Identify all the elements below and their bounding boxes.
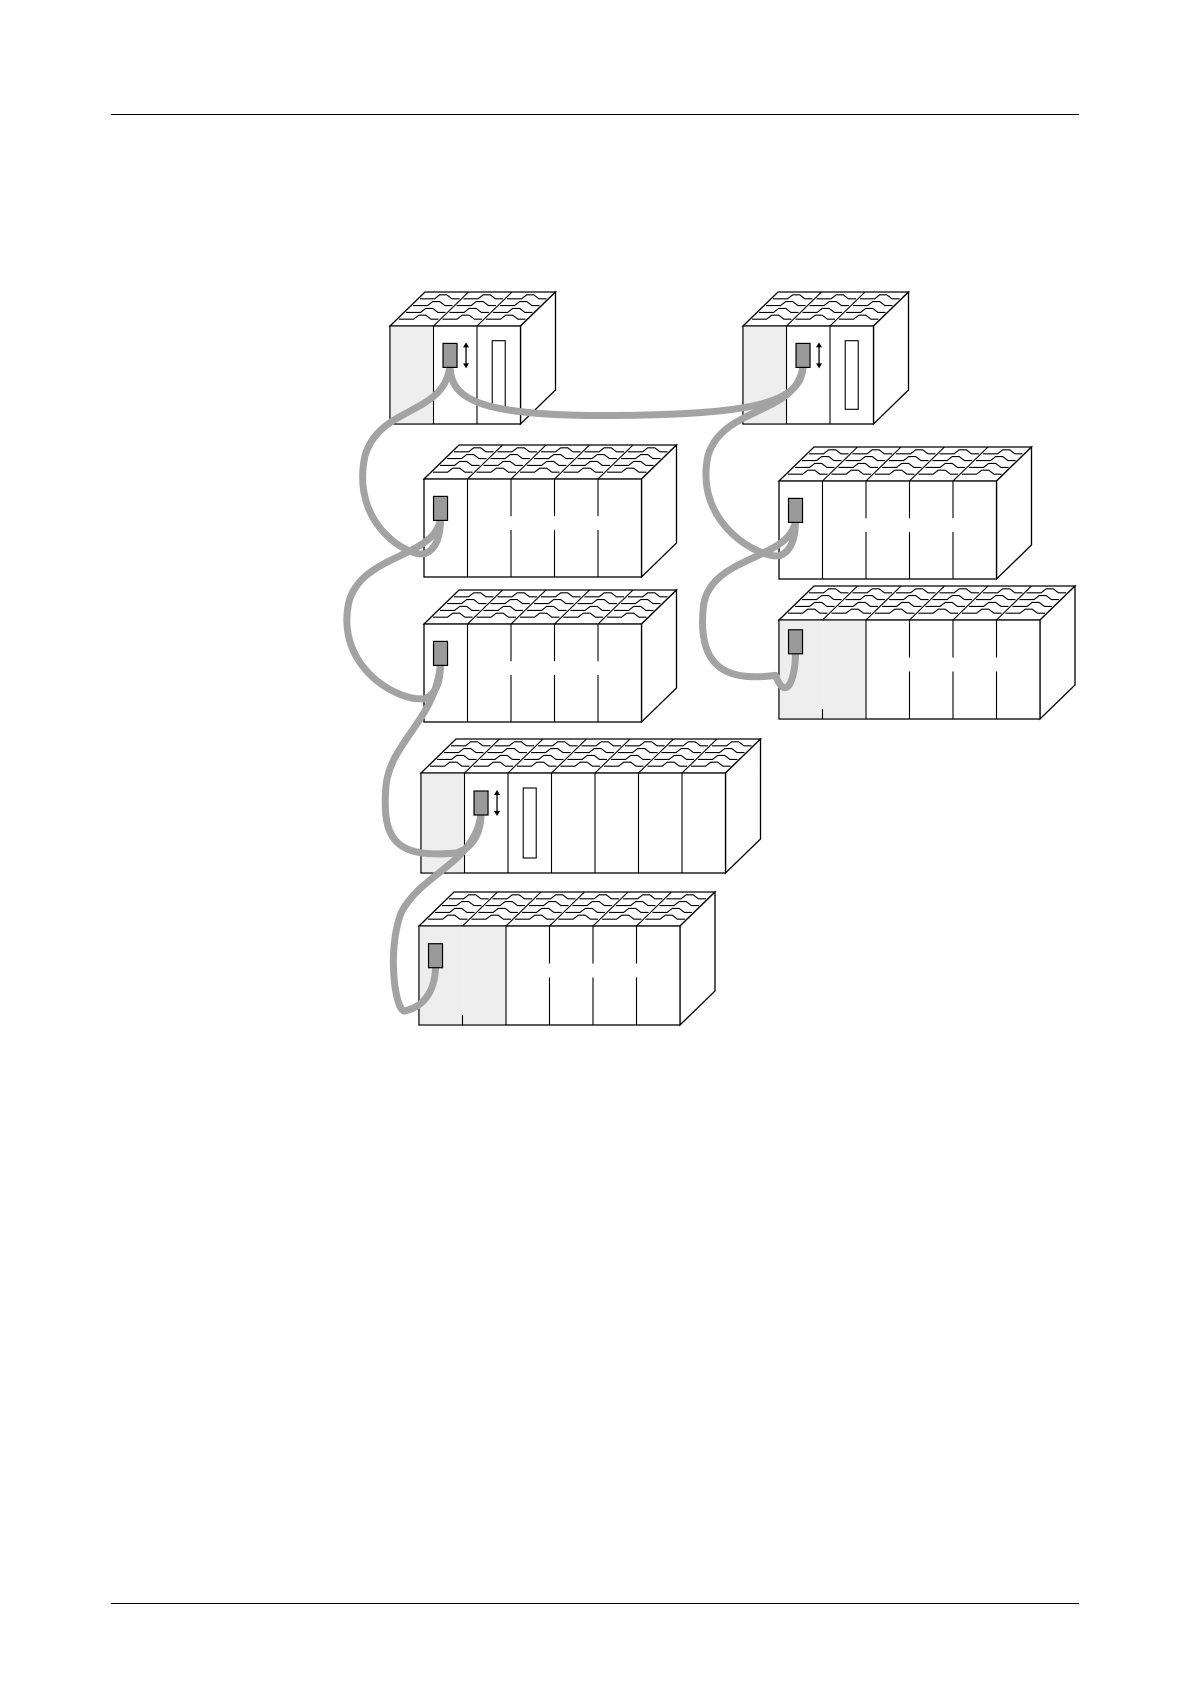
rack-top-face — [424, 590, 677, 624]
rack-row2-right — [779, 447, 1032, 579]
port-connector — [789, 498, 803, 522]
racks-layer — [390, 292, 1075, 1025]
module-shaded — [823, 621, 865, 719]
rack-front-face — [779, 481, 997, 579]
port-connector — [474, 791, 488, 815]
rack-front-face — [421, 773, 726, 873]
footer-rule — [111, 1603, 1079, 1604]
port-connector — [443, 343, 457, 367]
module-shaded — [463, 927, 505, 1025]
rack-top-left — [390, 292, 556, 424]
rack-front-face — [424, 624, 642, 722]
port-connector — [796, 343, 810, 367]
port-connector — [434, 641, 448, 665]
rack-row4 — [421, 739, 761, 873]
rack-row3-left — [424, 590, 677, 722]
rack-top-face — [421, 739, 761, 773]
rack-front-face — [424, 479, 642, 577]
module-shaded — [420, 927, 464, 1025]
rack-top-face — [779, 447, 1032, 481]
rack-row5 — [419, 892, 715, 1025]
rack-row3-right — [779, 586, 1075, 719]
rack-top-face — [424, 445, 677, 479]
port-connector — [429, 944, 443, 968]
port-connector — [434, 496, 448, 520]
port-connector — [789, 630, 803, 654]
rack-row2-left — [424, 445, 677, 577]
